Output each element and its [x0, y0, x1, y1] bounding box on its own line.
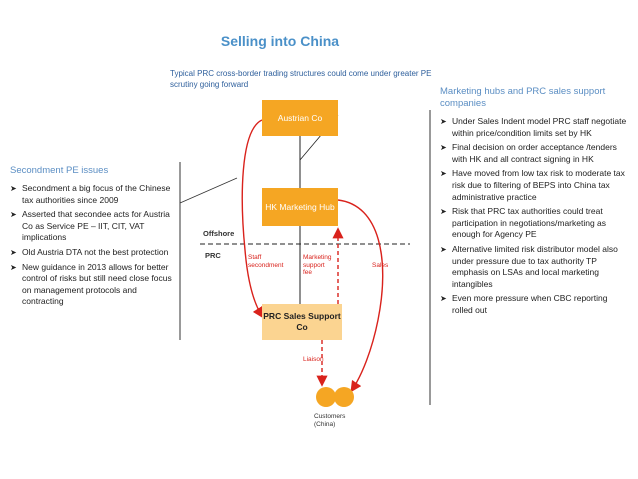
- right-bullet-5: ➤Even more pressure when CBC reporting r…: [440, 293, 608, 315]
- left-panel-title: Secondment PE issues: [10, 165, 109, 176]
- staff-secondment-label: Staff secondment: [248, 254, 284, 269]
- marketing-support-fee-label: Marketing support fee: [303, 254, 332, 276]
- arrow-bullet-icon: ➤: [440, 207, 447, 217]
- left-bullet-0: ➤Secondment a big focus of the Chinese t…: [10, 183, 171, 205]
- left-panel: Secondment PE issues ➤Secondment a big f…: [10, 165, 175, 311]
- arrow-bullet-icon: ➤: [440, 244, 447, 254]
- arrow-bullet-icon: ➤: [10, 210, 17, 220]
- arrow-bullet-icon: ➤: [10, 262, 17, 272]
- arrow-bullet-icon: ➤: [440, 117, 447, 126]
- right-panel: Marketing hubs and PRC sales support com…: [440, 86, 630, 320]
- prc-sales-support-box: PRC Sales Support Co: [262, 304, 342, 340]
- arrow-bullet-icon: ➤: [440, 169, 447, 179]
- customer-circle-left: [316, 387, 336, 407]
- customer-circle-right: [334, 387, 354, 407]
- arrow-bullet-icon: ➤: [440, 294, 447, 304]
- right-bullet-4: ➤Alternative limited risk distributor mo…: [440, 243, 618, 289]
- right-panel-title: Marketing hubs and PRC sales support com…: [440, 86, 606, 109]
- left-bullet-3: ➤New guidance in 2013 allows for better …: [10, 261, 172, 307]
- arrow-bullet-icon: ➤: [10, 247, 17, 257]
- note-text: Typical PRC cross-border trading structu…: [170, 69, 432, 89]
- customers-label: Customers (China): [314, 413, 346, 428]
- right-bullet-1: ➤Final decision on order acceptance /ten…: [440, 142, 617, 164]
- hk-marketing-hub-box: HK Marketing Hub: [262, 188, 338, 226]
- left-bullet-1: ➤Asserted that secondee acts for Austria…: [10, 209, 170, 243]
- sales-arrow: [337, 199, 384, 393]
- prc-label: PRC: [205, 251, 221, 260]
- right-bullet-2: ➤Have moved from low tax risk to moderat…: [440, 168, 625, 202]
- left-bullet-2: ➤Old Austria DTA not the best protection: [10, 246, 169, 257]
- arrow-bullet-icon: ➤: [440, 143, 447, 153]
- right-bullet-0: ➤Under Sales Indent model PRC staff nego…: [440, 116, 627, 138]
- arrow-bullet-icon: ➤: [10, 184, 17, 193]
- sales-label: Sales: [372, 262, 389, 269]
- callout-line: [179, 177, 238, 204]
- right-bullet-3: ➤Risk that PRC tax authorities could tre…: [440, 206, 607, 240]
- liaison-label: Liaison: [303, 356, 324, 363]
- offshore-label: Offshore: [203, 229, 235, 238]
- page-title: Selling into China: [220, 33, 340, 49]
- austrian-co-box: Austrian Co: [262, 100, 338, 136]
- left-bullet-list: ➤Secondment a big focus of the Chinese t…: [10, 183, 175, 308]
- right-bullet-list: ➤Under Sales Indent model PRC staff nego…: [440, 116, 630, 317]
- staff-secondment-arrow: [241, 119, 264, 319]
